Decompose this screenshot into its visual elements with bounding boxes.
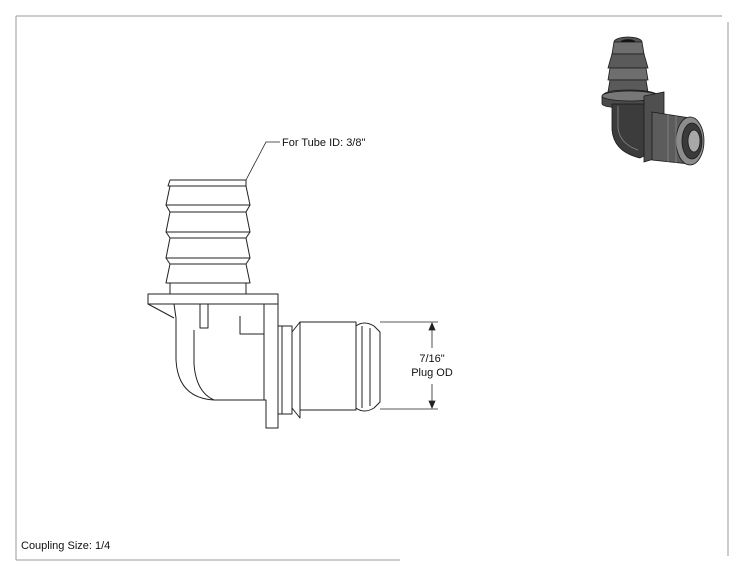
sheet-border [15,15,729,561]
elbow-fitting-3d-render [601,36,705,166]
plug-od-text: Plug OD [411,367,453,379]
plug-od-value: 7/16" [419,353,445,365]
tube-id-leader [245,141,280,181]
elbow-fitting-front-view [147,179,381,429]
plug-od-dimension [380,321,438,410]
coupling-size-label: Coupling Size: 1/4 [21,540,111,552]
plug-od-label: 7/16" Plug OD [404,352,460,380]
tube-id-label: For Tube ID: 3/8" [282,137,366,149]
